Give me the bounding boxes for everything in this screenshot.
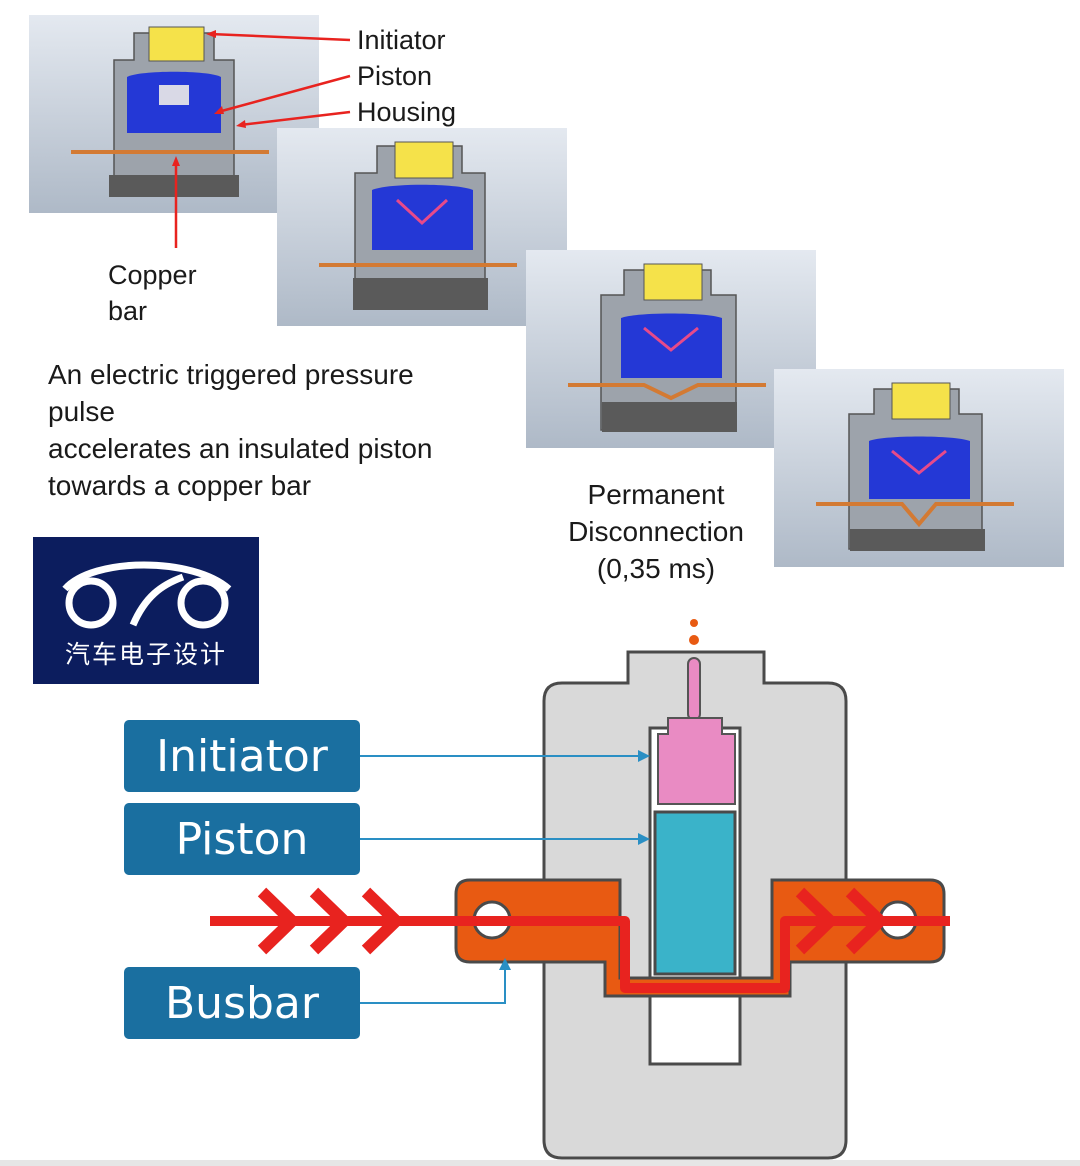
top-leader-lines [172,30,351,248]
description-text: An electric triggered pressure pulse acc… [48,356,508,504]
label-copper-bar-line1: Copper [108,260,197,290]
result-line1: Permanent [587,479,725,510]
current-path [210,916,950,993]
disconnect-schematic [210,619,950,1160]
logo-text: 汽车电子设计 [64,640,227,669]
piston-body [653,810,737,976]
label-piston: Piston [357,61,433,91]
label-copper-bar-line2: bar [108,296,148,326]
initiator-body [657,717,736,805]
description-line1: An electric triggered pressure [48,359,414,390]
result-line3: (0,35 ms) [596,553,716,584]
callout-initiator: Initiator [124,720,360,792]
car-logo-icon [62,561,232,629]
callout-piston: Piston [124,803,360,875]
bottom-edge-bar [0,1160,1080,1166]
frame-2-pressure-pulse [277,128,567,326]
description-line3: accelerates an insulated piston [48,433,433,464]
callout-leaders [360,755,640,1004]
initiator-shape [148,26,205,62]
result-line2: Disconnection [568,516,744,547]
description-line2: pulse [48,396,115,427]
logo: 汽车电子设计 [33,537,259,684]
callout-busbar: Busbar [124,967,360,1039]
frame-4-busbar-cut [774,369,1064,567]
copper-bar-shape [71,150,269,154]
description-line4: towards a copper bar [48,470,312,501]
frame-3-piston-accelerating [526,250,816,448]
label-housing: Housing [357,97,457,127]
frame-1-initial-state [29,15,319,213]
result-caption: Permanent Disconnection (0,35 ms) [546,476,766,587]
label-initiator: Initiator [357,25,446,55]
current-chevrons [257,887,889,955]
